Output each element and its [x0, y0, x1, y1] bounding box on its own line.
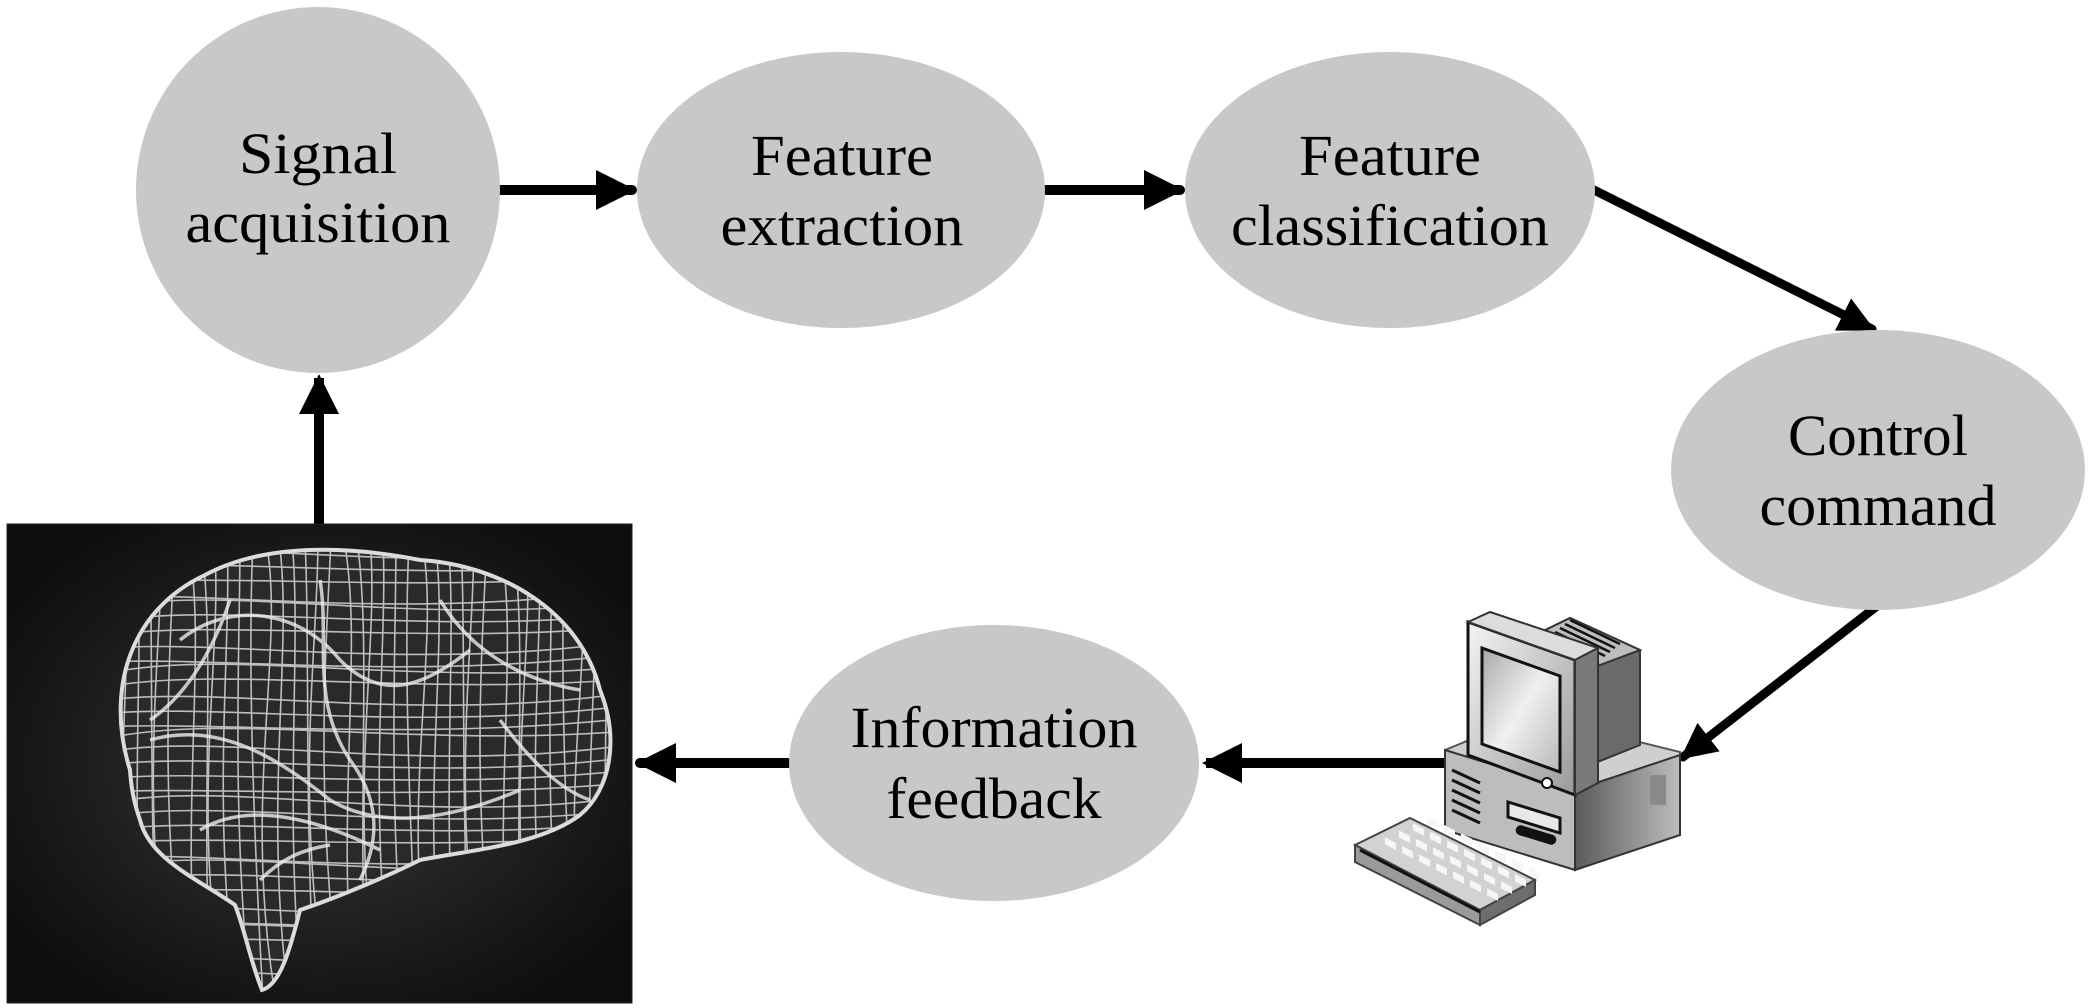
- node-feature-extraction: Feature extraction: [637, 52, 1045, 328]
- brain-mesh-line: [120, 612, 611, 624]
- arrow-classification-to-control-command: [1589, 185, 1877, 334]
- brain-mesh-line: [276, 549, 290, 990]
- node-label-line-1: Feature: [751, 123, 933, 188]
- keyboard-key: [1478, 841, 1489, 855]
- node-label-line-1: Feature: [1299, 123, 1481, 188]
- node-shape: [637, 52, 1045, 328]
- keyboard-key: [1495, 850, 1506, 863]
- brain-mesh-line: [250, 549, 264, 990]
- keyboard-key: [1436, 862, 1447, 876]
- node-label-line-1: Information: [851, 695, 1138, 760]
- keyboard-key: [1430, 831, 1441, 845]
- keyboard-key: [1501, 881, 1512, 894]
- brain-image: [6, 523, 633, 1004]
- computer-image: [1352, 610, 1681, 927]
- node-feature-classification: Feature classification: [1185, 52, 1595, 328]
- desktop-computer-icon: [1352, 610, 1681, 927]
- keyboard-key: [1444, 824, 1455, 838]
- node-shape: [1185, 52, 1595, 328]
- node-shape: [136, 7, 500, 373]
- node-shape: [789, 625, 1199, 901]
- node-control-command: Control command: [1671, 330, 2085, 610]
- keyboard-key: [1470, 879, 1481, 893]
- keyboard-key: [1529, 867, 1540, 880]
- edges: [299, 170, 1882, 783]
- keyboard-key: [1481, 857, 1492, 870]
- keyboard-key: [1461, 833, 1472, 846]
- keyboard-key: [1385, 837, 1396, 850]
- node-label-line-1: Control: [1788, 403, 1968, 468]
- brain-mesh-line: [291, 549, 303, 990]
- node-label-line-1: Signal: [239, 121, 397, 186]
- keyboard-key: [1447, 840, 1458, 853]
- keyboard-key: [1450, 855, 1461, 869]
- keyboard-key: [1402, 845, 1413, 859]
- keyboard-key: [1487, 888, 1498, 901]
- node-shape: [1671, 330, 2085, 610]
- node-label-line-2: extraction: [721, 193, 964, 258]
- brain-wireframe-icon: [118, 547, 613, 993]
- keyboard-key: [1484, 872, 1495, 886]
- node-label-line-2: feedback: [887, 766, 1102, 831]
- keyboard-key: [1515, 874, 1526, 887]
- keyboard-key: [1413, 823, 1424, 836]
- node-information-feedback: Information feedback: [789, 625, 1199, 901]
- node-label-line-2: command: [1760, 473, 1997, 538]
- keyboard-key: [1427, 816, 1438, 829]
- keyboard-key: [1498, 865, 1509, 879]
- arrow-control-command-to-computer: [1678, 601, 1882, 762]
- brain-mesh-line: [237, 549, 251, 990]
- keyboard-key: [1416, 838, 1427, 852]
- brain-mesh-line: [120, 625, 611, 637]
- keyboard-key: [1467, 864, 1478, 877]
- node-label-line-2: acquisition: [186, 190, 451, 255]
- keyboard-key: [1453, 871, 1464, 884]
- keyboard-key: [1419, 854, 1430, 867]
- brain-mesh-line: [261, 549, 277, 990]
- keyboard-key: [1512, 858, 1523, 872]
- keyboard-key: [1399, 830, 1410, 843]
- brain-mesh-line: [120, 807, 611, 820]
- node-signal-acquisition: Signal acquisition: [136, 7, 500, 373]
- keyboard-key: [1433, 847, 1444, 860]
- node-label-line-2: classification: [1231, 193, 1549, 258]
- keyboard-key: [1464, 848, 1475, 862]
